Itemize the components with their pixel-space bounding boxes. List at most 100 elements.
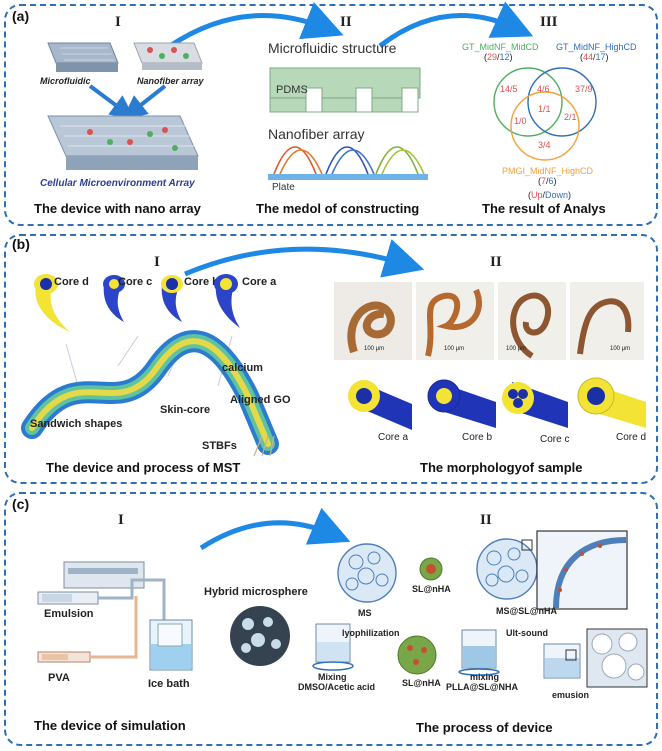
micrograph-4 bbox=[570, 282, 644, 360]
sl-nha-label: SL@nHA bbox=[412, 584, 451, 594]
core-c-top-label: Core c bbox=[118, 276, 153, 288]
arrow-c bbox=[199, 507, 351, 551]
microfluidic-structure-title: Microfluidic structure bbox=[268, 40, 397, 56]
pdms-label: PDMS bbox=[276, 84, 308, 96]
hybrid-microsphere-label: Hybrid microsphere bbox=[204, 586, 308, 598]
core-b-fiber bbox=[161, 275, 183, 322]
venn-circles bbox=[493, 67, 597, 161]
venn-set2-up: 44 bbox=[583, 52, 594, 62]
microfluidic-label: Microfluidic bbox=[40, 76, 91, 86]
emulsion-label: Emulsion bbox=[44, 608, 94, 620]
venn-region-3: 3/4 bbox=[538, 140, 551, 150]
microfluidic-chip-image bbox=[47, 42, 119, 72]
caption-a-3: The result of Analys bbox=[482, 201, 606, 216]
lyophilization-label: lyophilization bbox=[342, 628, 400, 638]
cellular-array-device-image bbox=[47, 115, 199, 170]
venn-set3-counts: (7/6) bbox=[538, 176, 557, 186]
ms-sl-nha-sphere-image bbox=[476, 538, 538, 600]
panel-a-label: (a) bbox=[12, 8, 30, 24]
core-d-3d bbox=[577, 377, 646, 428]
caption-b-2: The morphologyof sample bbox=[420, 460, 583, 475]
sandwich-shapes-label: Sandwich shapes bbox=[30, 418, 123, 430]
emusion-label: emusion bbox=[552, 690, 590, 700]
stbfs-label: STBFs bbox=[202, 440, 237, 452]
venn-set1-down: 12 bbox=[499, 52, 510, 62]
panel-c-roman-2: II bbox=[480, 512, 492, 528]
emulsion-zoom bbox=[586, 628, 648, 688]
calcium-label: calcium bbox=[222, 362, 263, 374]
mixing-label-2: mixing bbox=[470, 672, 500, 682]
ms-label: MS bbox=[358, 608, 372, 618]
venn-region-1: 14/5 bbox=[500, 84, 518, 94]
panel-b-label: (b) bbox=[12, 236, 30, 252]
arrow-a-2 bbox=[378, 1, 534, 48]
dmso-label: DMSO/Acetic acid bbox=[298, 682, 376, 692]
mixing-label-1: Mixing bbox=[318, 672, 347, 682]
hybrid-microsphere-image bbox=[230, 606, 290, 666]
arrow-b bbox=[184, 239, 425, 278]
ms-sl-nha-label: MS@SL@nHA bbox=[496, 606, 558, 616]
caption-a-2: The medol of constructing bbox=[256, 201, 420, 216]
pva-label: PVA bbox=[48, 672, 70, 684]
ice-bath-label: Ice bath bbox=[148, 678, 190, 690]
core-c-3d bbox=[502, 382, 568, 428]
venn-set2-down: 17 bbox=[595, 52, 606, 62]
sl-nha-cluster bbox=[397, 635, 437, 675]
micrograph-3 bbox=[498, 282, 566, 360]
nanofiber-array-title: Nanofiber array bbox=[268, 126, 365, 142]
sl-nha-label-2: SL@nHA bbox=[402, 678, 441, 688]
plla-label: PLLA@SL@NHA bbox=[446, 682, 519, 692]
syringe-device-image bbox=[37, 561, 166, 663]
venn-region-12: 4/6 bbox=[537, 84, 550, 94]
venn-legend-down: Down bbox=[545, 190, 569, 200]
venn-set1-up: 29 bbox=[487, 52, 498, 62]
scale-bar-4: 100 μm bbox=[610, 346, 631, 352]
panel-b-roman-2: II bbox=[490, 254, 502, 270]
venn-legend: (Up/Down) bbox=[528, 190, 572, 200]
mixing-beaker-1 bbox=[312, 623, 354, 671]
venn-set1-label: GT_MidNF_MidCD bbox=[462, 42, 539, 52]
core-a-3d bbox=[348, 380, 412, 430]
mst-fiber-image bbox=[21, 330, 279, 457]
core-d-top-label: Core d bbox=[54, 276, 89, 288]
micrograph-1 bbox=[334, 282, 412, 360]
venn-set2-label: GT_MidNF_HighCD bbox=[556, 42, 637, 52]
panel-a-roman-1: I bbox=[115, 14, 121, 30]
arrow-a-1 bbox=[168, 2, 344, 49]
ms-sphere-image bbox=[337, 543, 397, 603]
panel-b bbox=[4, 234, 658, 484]
aligned-go-label: Aligned GO bbox=[230, 394, 291, 406]
venn-set3-up: 7 bbox=[541, 176, 547, 186]
venn-region-2: 37/9 bbox=[575, 84, 593, 94]
zoom-inset bbox=[536, 530, 628, 610]
caption-c-1: The device of simulation bbox=[34, 718, 186, 733]
venn-region-13: 1/0 bbox=[514, 116, 527, 126]
venn-set1-counts: (29/12) bbox=[484, 52, 513, 62]
scale-bar-1: 100 μm bbox=[364, 346, 385, 352]
venn-region-23: 2/1 bbox=[564, 112, 577, 122]
panel-c-roman-1: I bbox=[118, 512, 124, 528]
sl-nha-particle bbox=[419, 557, 443, 581]
panel-c-label: (c) bbox=[12, 496, 30, 512]
nanofiber-plate-image bbox=[268, 146, 428, 180]
venn-legend-up: Up bbox=[531, 190, 543, 200]
venn-set3-label: PMGI_MidNF_HighCD bbox=[502, 166, 594, 176]
panel-b-roman-1: I bbox=[154, 254, 160, 270]
skin-core-label: Skin-core bbox=[160, 404, 211, 416]
core-c-fiber bbox=[103, 275, 125, 322]
ult-sound-label: Ult-sound bbox=[506, 628, 548, 638]
venn-set3-down: 6 bbox=[548, 176, 554, 186]
emulsion-beaker bbox=[543, 643, 581, 679]
caption-b-1: The device and process of MST bbox=[46, 460, 241, 475]
core-b-3d bbox=[427, 379, 496, 428]
panel-a-roman-3: III bbox=[540, 14, 558, 30]
core-d-bottom-label: Core d bbox=[616, 432, 647, 443]
caption-a-1: The device with nano array bbox=[34, 201, 201, 216]
core-a-fiber bbox=[214, 274, 240, 328]
scale-bar-3: 100 μm bbox=[506, 346, 527, 352]
caption-c-2: The process of device bbox=[416, 720, 553, 735]
nanofiber-array-label: Nanofiber array bbox=[137, 76, 204, 86]
micrograph-2 bbox=[416, 282, 494, 360]
core-c-bottom-label: Core c bbox=[540, 434, 570, 445]
scale-bar-2: 100 μm bbox=[444, 346, 465, 352]
